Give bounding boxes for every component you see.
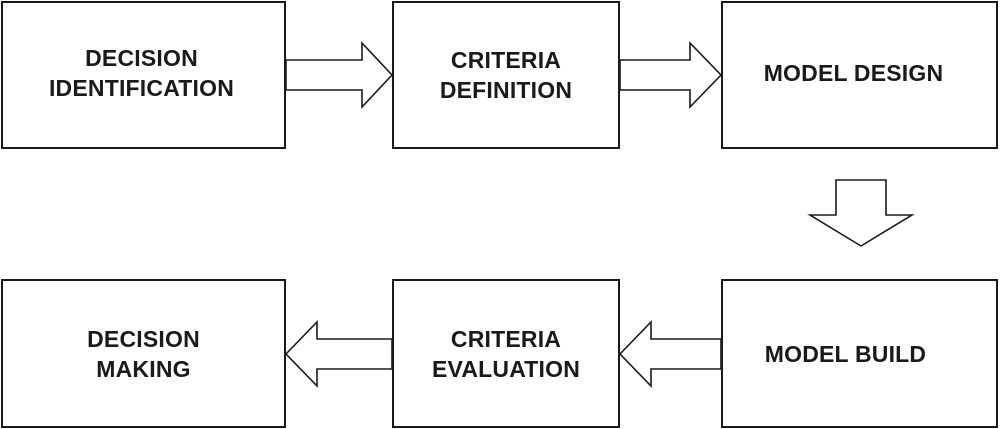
- arrow-left-icon: [284, 320, 393, 388]
- arrow-right-icon: [285, 40, 394, 110]
- box-label-model-build: MODEL BUILD: [764, 340, 927, 367]
- box-decision-identification: DECISION IDENTIFICATION: [1, 1, 286, 149]
- arrow-right-icon: [619, 41, 723, 109]
- box-label-criteria-definition: CRITERIA DEFINITION: [439, 47, 573, 103]
- box-decision-making: DECISION MAKING: [1, 279, 286, 428]
- arrow-down-icon: [807, 179, 915, 247]
- arrow-left-icon: [618, 320, 722, 388]
- box-criteria-evaluation: CRITERIA EVALUATION: [392, 279, 620, 428]
- box-model-design: MODEL DESIGN: [721, 1, 998, 149]
- box-label-model-design: MODEL DESIGN: [763, 60, 944, 86]
- box-label-criteria-evaluation: CRITERIA EVALUATION: [431, 325, 581, 382]
- box-criteria-definition: CRITERIA DEFINITION: [392, 1, 620, 149]
- box-model-build: MODEL BUILD: [721, 279, 998, 428]
- box-label-decision-identification: DECISION IDENTIFICATION: [48, 45, 235, 101]
- box-label-decision-making: DECISION MAKING: [87, 325, 200, 382]
